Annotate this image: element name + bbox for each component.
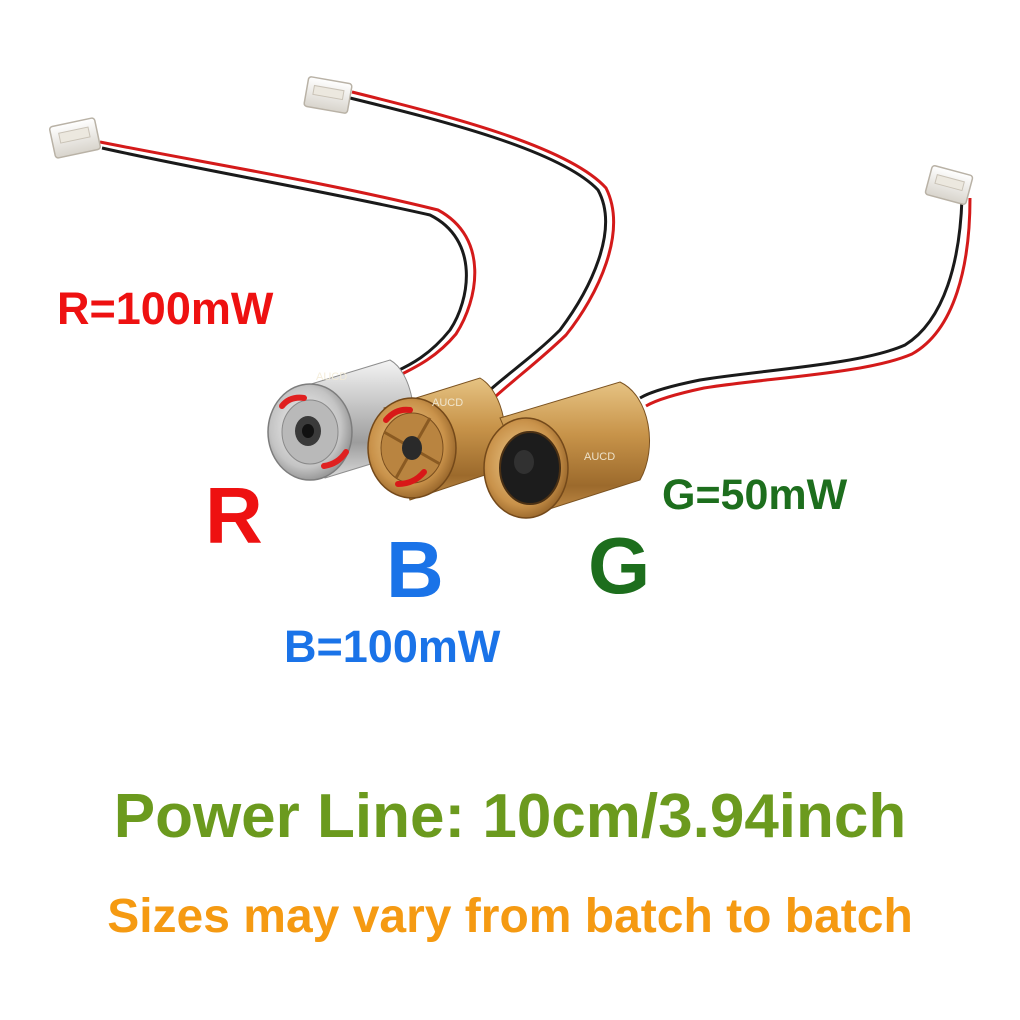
blue-module-watermark: AUCD <box>432 397 463 409</box>
green-power-label: G=50mW <box>662 471 848 519</box>
blue-module-wires <box>349 90 615 398</box>
green-laser-module: AUCD <box>483 381 650 519</box>
blue-power-label: B=100mW <box>284 621 501 672</box>
blue-module-connector <box>303 76 353 114</box>
power-line-caption: Power Line: 10cm/3.94inch <box>113 782 907 851</box>
green-module-wires <box>639 197 972 408</box>
green-module-watermark: AUCD <box>584 451 615 463</box>
blue-laser-module: AUCD <box>367 377 506 501</box>
red-letter-label: R <box>205 471 263 560</box>
red-module-wires <box>99 140 477 378</box>
sizes-note-caption: Sizes may vary from batch to batch <box>107 890 913 943</box>
green-module-connector <box>924 165 974 205</box>
red-power-label: R=100mW <box>57 283 274 334</box>
red-module-watermark: AUCD <box>316 371 347 383</box>
red-module-connector <box>48 117 102 159</box>
green-letter-label: G <box>588 521 651 610</box>
blue-letter-label: B <box>386 525 444 614</box>
